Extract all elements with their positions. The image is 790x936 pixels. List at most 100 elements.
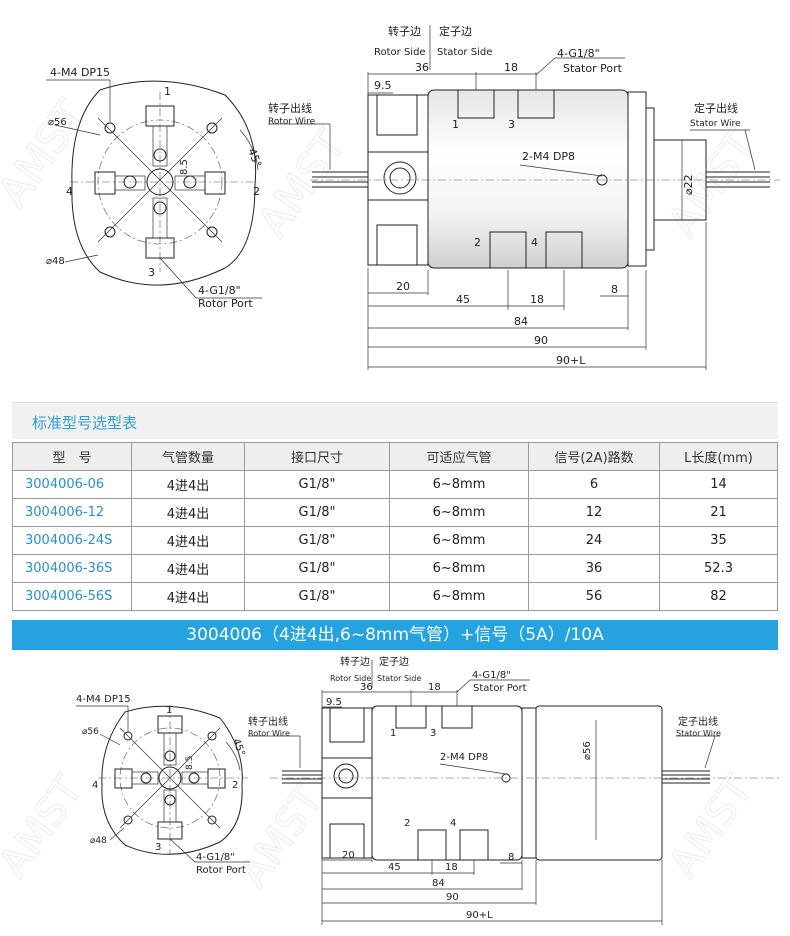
svg-text:AMST: AMST (661, 767, 763, 885)
cell-model: 3004006-56S (12, 582, 132, 611)
dim-20-b: 20 (342, 850, 355, 861)
cell-signal: 36 (528, 554, 660, 583)
dim-8-5-b: 8.5 (185, 756, 195, 770)
angle-label: 45° (245, 147, 264, 170)
dim-45-b: 45 (388, 862, 401, 873)
cell-signal: 24 (528, 526, 660, 555)
rotor-port-en-b: Rotor Port (196, 865, 246, 876)
cell-port-size: G1/8" (244, 470, 390, 499)
stator-port-size: 4-G1/8" (557, 47, 600, 60)
cell-signal: 6 (528, 470, 660, 499)
port-2-label: 2 (253, 185, 260, 198)
dia-56-label-b: ⌀56 (82, 727, 99, 737)
cell-signal: 56 (528, 582, 660, 611)
dim-90: 90 (534, 334, 548, 347)
dia-48-label-b: ⌀48 (90, 836, 107, 846)
cell-model: 3004006-12 (12, 498, 132, 527)
table-row: 3004006-56S 4进4出 G1/8" 6~8mm 56 82 (12, 582, 778, 611)
cell-tube-count: 4进4出 (131, 582, 245, 611)
model-banner: 3004006（4进4出,6~8mm气管）+信号（5A）/10A (12, 620, 778, 650)
svg-text:AMST: AMST (248, 121, 356, 245)
dim-20: 20 (396, 280, 410, 293)
port-1-b: 1 (166, 705, 172, 716)
cell-model: 3004006-06 (12, 470, 132, 499)
dim-90-l: 90+L (556, 354, 586, 367)
side-port-2: 2 (474, 236, 481, 249)
angle-label-b: 45° (230, 737, 246, 757)
rotor-port-en-label: Rotor Port (198, 297, 253, 310)
rotor-port-size-b: 4-G1/8" (196, 852, 235, 863)
port-4-b: 4 (92, 780, 98, 791)
stator-wire-cn-b: 定子出线 (678, 715, 718, 728)
table-row: 3004006-06 4进4出 G1/8" 6~8mm 6 14 (12, 470, 778, 499)
cell-length: 14 (659, 470, 778, 499)
dia-56-body-b: ⌀56 (582, 741, 593, 760)
cell-port-size: G1/8" (244, 526, 390, 555)
dim-8: 8 (611, 283, 618, 296)
cell-length: 21 (659, 498, 778, 527)
cell-tube-count: 4进4出 (131, 526, 245, 555)
dim-18-bottom-b: 18 (445, 862, 458, 873)
dia-48-label: ⌀48 (46, 256, 65, 267)
cell-port-size: G1/8" (244, 498, 390, 527)
header-port-size: 接口尺寸 (244, 442, 390, 471)
rotor-side-cn-b: 转子边 (340, 655, 370, 668)
end-view-bottom (76, 705, 250, 863)
dia-56-label: ⌀56 (48, 117, 67, 128)
cell-tube-count: 4进4出 (131, 470, 245, 499)
svg-text:AMST: AMST (231, 777, 333, 895)
rotor-wire-cn: 转子出线 (268, 101, 312, 115)
dim-8-5-label: 8.5 (179, 159, 190, 175)
stator-side-cn: 定子边 (439, 24, 472, 38)
side-port-3-b: 3 (430, 728, 436, 739)
watermark-logo-bottom: AMST AMST AMST (0, 767, 763, 896)
cell-port-size: G1/8" (244, 582, 390, 611)
side-view (268, 25, 780, 370)
cell-signal: 12 (528, 498, 660, 527)
port-3-b: 3 (155, 842, 161, 853)
dim-18-bottom: 18 (530, 293, 544, 306)
cell-port-size: G1/8" (244, 554, 390, 583)
dim-84-b: 84 (432, 878, 445, 889)
side-view-bottom (248, 660, 780, 925)
side-port-3: 3 (508, 118, 515, 131)
dim-8-b: 8 (508, 852, 514, 863)
rotor-wire-en-b: Rotor Wire (248, 729, 290, 738)
selection-table-title-bar: 标准型号选型表 (12, 402, 778, 439)
selection-table-title: 标准型号选型表 (32, 414, 138, 432)
side-port-1: 1 (452, 118, 459, 131)
cell-tube-fit: 6~8mm (389, 470, 529, 499)
port-2-b: 2 (232, 780, 238, 791)
cell-tube-fit: 6~8mm (389, 526, 529, 555)
header-length: L长度(mm) (659, 442, 778, 471)
side-port-1-b: 1 (390, 728, 396, 739)
side-port-4: 4 (531, 236, 538, 249)
dim-36: 36 (415, 61, 429, 74)
dim-84: 84 (514, 315, 528, 328)
dim-9-5-b: 9.5 (326, 697, 342, 708)
watermark-logo: AMST AMST AMST (0, 91, 766, 246)
rotor-side-cn: 转子边 (388, 24, 421, 38)
stator-port-en-b: Stator Port (473, 683, 527, 694)
cell-tube-fit: 6~8mm (389, 498, 529, 527)
end-view (46, 79, 262, 299)
rotor-wire-cn-b: 转子出线 (248, 715, 288, 728)
rotor-side-en-b: Rotor Side (330, 674, 371, 683)
dim-18-top-b: 18 (428, 682, 441, 693)
cell-length: 35 (659, 526, 778, 555)
header-signal-circuits: 信号(2A)路数 (528, 442, 660, 471)
cell-length: 52.3 (659, 554, 778, 583)
cell-tube-fit: 6~8mm (389, 582, 529, 611)
stator-wire-en: Stator Wire (690, 119, 741, 129)
tapped-holes-label: 2-M4 DP8 (522, 150, 575, 163)
stator-side-en: Stator Side (437, 47, 492, 58)
svg-text:AMST: AMST (0, 91, 96, 215)
bottom-technical-drawing: AMST AMST AMST 4-M4 DP15 (0, 650, 790, 936)
cell-tube-count: 4进4出 (131, 498, 245, 527)
cell-model: 3004006-36S (12, 554, 132, 583)
rotor-side-en: Rotor Side (374, 47, 426, 58)
table-row: 3004006-36S 4进4出 G1/8" 6~8mm 36 52.3 (12, 554, 778, 583)
stator-side-en-b: Stator Side (377, 674, 421, 683)
dia-22-label: ⌀22 (682, 174, 695, 195)
header-tube-count: 气管数量 (131, 442, 245, 471)
